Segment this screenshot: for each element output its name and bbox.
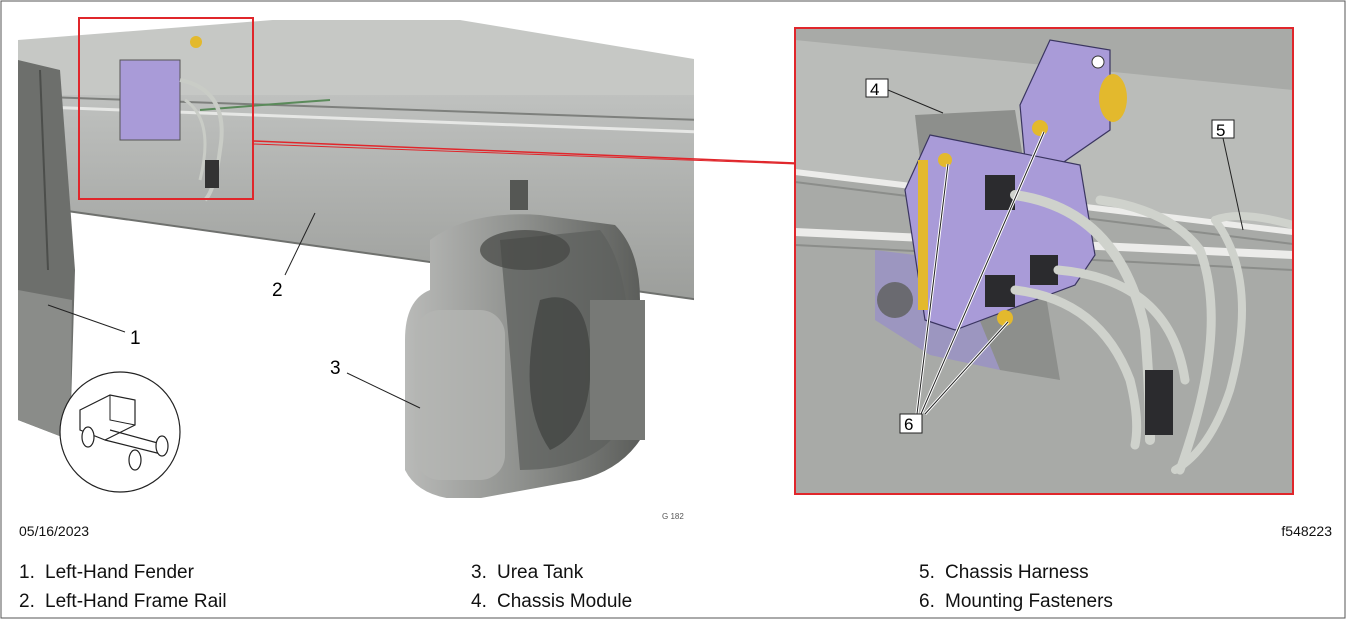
legend-item: 4.Chassis Module: [471, 591, 633, 612]
truck-locator-icon: [59, 371, 181, 493]
detail-inset-border: [794, 27, 1294, 495]
drawing-reference: G 182: [662, 512, 684, 521]
svg-text:3: 3: [330, 358, 341, 379]
legend-item: 2.Left-Hand Frame Rail: [19, 591, 227, 612]
callout-2: 2: [272, 212, 316, 301]
mounting-fasteners: [918, 74, 1127, 326]
legend-item: 6.Mounting Fasteners: [919, 591, 1113, 612]
figure-date: 05/16/2023: [19, 523, 90, 539]
detail-highlight-box: [78, 17, 254, 200]
legend-item: 5.Chassis Harness: [919, 562, 1089, 583]
svg-text:5: 5: [1216, 121, 1225, 140]
legend-item: 3.Urea Tank: [471, 562, 584, 583]
callout-4: 4: [865, 78, 944, 114]
svg-text:1: 1: [130, 328, 141, 349]
callout-1: 1: [47, 304, 141, 349]
svg-text:4: 4: [870, 80, 879, 99]
svg-text:6: 6: [904, 415, 913, 434]
callout-3: 3: [330, 358, 421, 409]
urea-tank: [405, 180, 645, 498]
callout-5: 5: [1211, 119, 1244, 231]
callout-6: 6: [899, 131, 1046, 434]
figure-id: f548223: [1281, 523, 1332, 539]
legend-item: 1.Left-Hand Fender: [19, 562, 194, 583]
frame-rail: [18, 20, 694, 95]
svg-text:2: 2: [272, 280, 283, 301]
